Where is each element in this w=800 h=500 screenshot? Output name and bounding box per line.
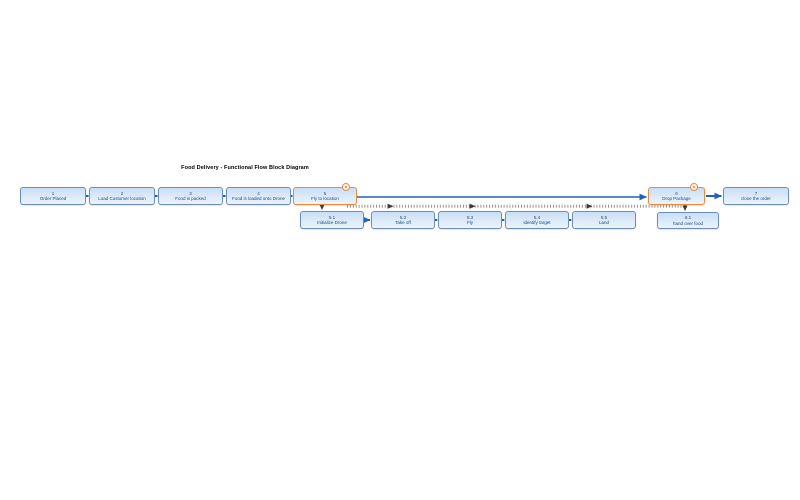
block-label: identify target	[523, 220, 551, 225]
dotted-mid-arrow-1	[387, 203, 394, 209]
collapse-badge-icon[interactable]	[342, 183, 350, 191]
block-number: 5.3	[466, 214, 474, 220]
block-number: 5.5	[600, 214, 608, 220]
block-label: Order Placed	[39, 196, 67, 201]
block-label: Fly to location	[311, 196, 339, 201]
block-number: 4	[257, 190, 260, 196]
block-number: 5	[323, 190, 327, 196]
block-number: 5.4	[533, 214, 541, 220]
block-label: close the order	[741, 196, 771, 201]
block-label: Initialize Drone	[317, 220, 347, 225]
dotted-mid-arrow-3	[586, 203, 593, 209]
block-label: Fly	[467, 220, 473, 225]
block-label: hand over food	[672, 220, 704, 226]
block-label: Take off	[395, 220, 411, 225]
block-number: 5.2	[399, 214, 407, 220]
block-label: Drop Package	[662, 196, 691, 201]
block-number: 7	[754, 190, 758, 196]
block-number: 1	[51, 190, 55, 196]
block-label: Land	[598, 220, 609, 225]
collapse-badge-icon[interactable]	[690, 183, 698, 191]
block-number: 3	[189, 190, 192, 196]
block-label: Food is loaded onto Drone	[231, 196, 286, 201]
badge-dot	[345, 186, 347, 188]
block-number: 5.1	[328, 214, 336, 220]
block-number: 6.1	[684, 215, 692, 220]
block-label: Load Customer location	[98, 196, 146, 201]
diagram-title: Food Delivery - Functional Flow Block Di…	[181, 165, 309, 171]
dotted-mid-arrow-2	[469, 203, 476, 209]
block-label: Food is packed	[175, 196, 206, 201]
block-number: 6	[675, 190, 678, 196]
block-number: 2	[120, 190, 124, 196]
badge-dot	[693, 186, 695, 188]
